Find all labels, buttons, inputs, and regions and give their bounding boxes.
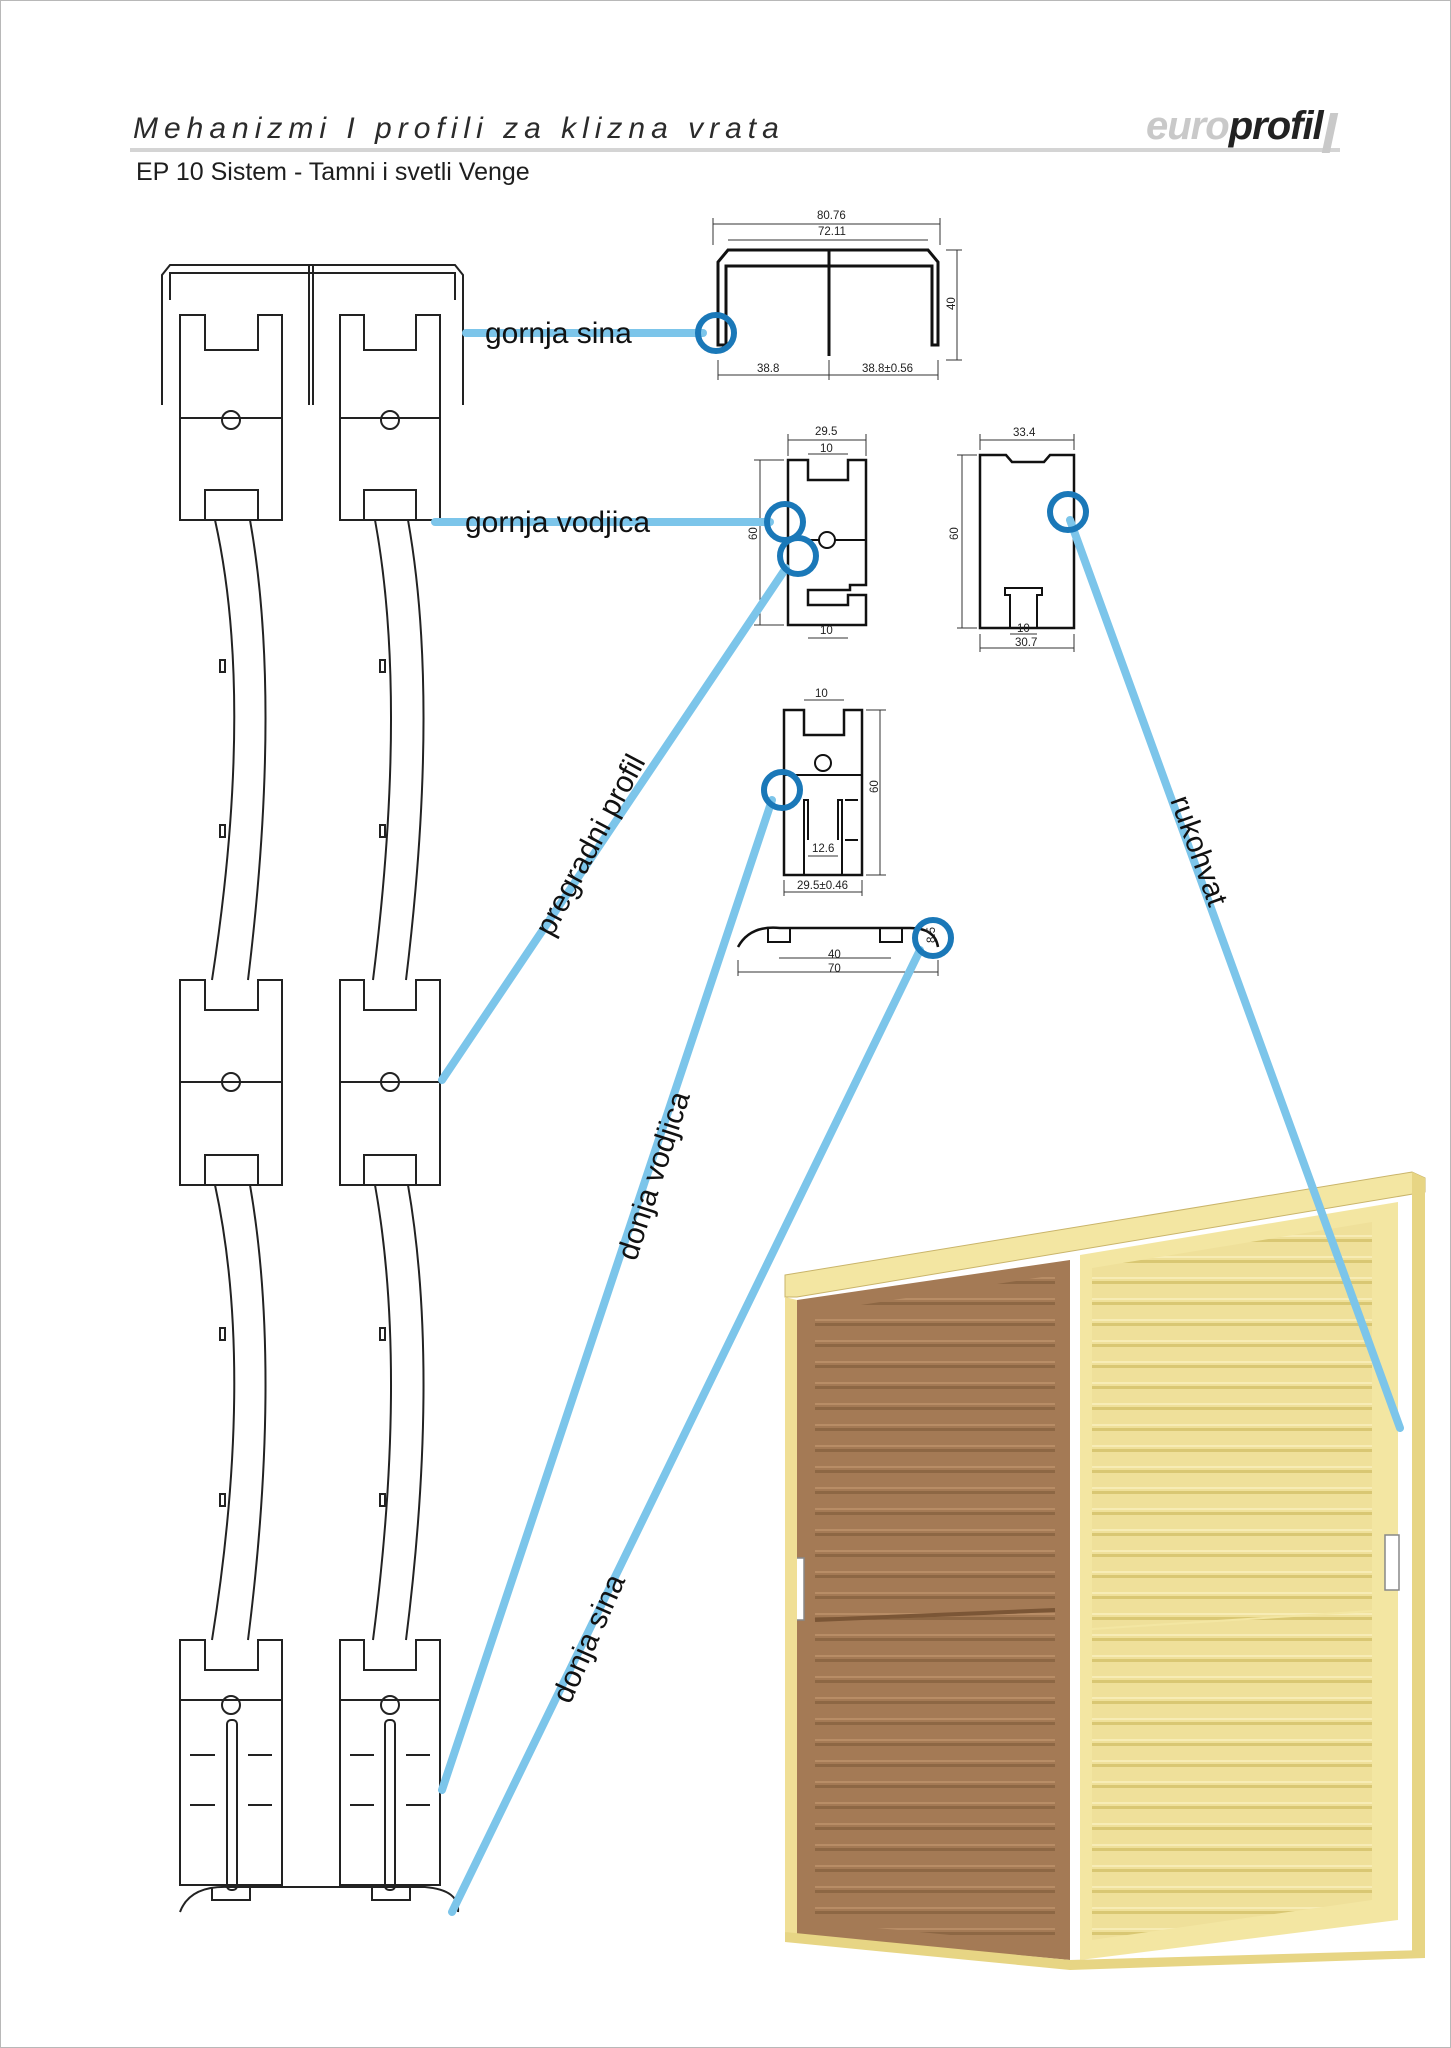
upper-guide-right [339, 314, 441, 521]
europrofil-logo: europrofil [1146, 104, 1324, 149]
dim-bottom-rail-height: 8.5 [926, 927, 938, 943]
leader-donja-sina [448, 946, 924, 1916]
dim-rail-left: 38.8 [757, 363, 779, 375]
leader-pregradni-profil [438, 564, 790, 1084]
dim-handle-top: 33.4 [1013, 427, 1036, 439]
dim-lower-inner: 12.6 [812, 843, 834, 855]
dim-lower-height: 60 [869, 780, 881, 793]
label-pregradni-profil: pregradni profil [529, 749, 652, 941]
leader-rukohvat [1066, 516, 1404, 1432]
bottom-rail-profile: 8.5 40 70 [736, 926, 940, 976]
handle-light-door [1384, 1534, 1400, 1591]
leader-lines [431, 329, 1404, 1916]
lower-guide-profile: 10 60 12.6 29.5±0.46 [782, 688, 886, 896]
dim-rail-inner: 72.11 [818, 226, 846, 238]
marker-donja-sina [912, 917, 954, 959]
logo-text-profil: profil [1228, 104, 1324, 148]
dim-handle-slot: 10 [1017, 623, 1030, 635]
dim-bottom-rail-total: 70 [828, 963, 841, 975]
system-cross-section [161, 264, 464, 1913]
label-donja-vodjica: donja vodjica [611, 1087, 697, 1264]
wardrobe-illustration [784, 1171, 1426, 1970]
marker-pregradni-profil [777, 535, 819, 577]
handle-profile: 33.4 60 10 30.7 [949, 427, 1076, 652]
page-title: Mehanizmi I profili za klizna vrata [133, 112, 785, 145]
dim-rail-right: 38.8±0.56 [862, 363, 913, 375]
dim-guide-width: 29.5 [815, 426, 837, 438]
dim-lower-slot: 10 [815, 688, 828, 700]
dim-guide-height: 60 [748, 527, 760, 540]
marker-gornja-sina [695, 312, 737, 354]
dim-handle-width: 30.7 [1015, 637, 1037, 649]
partition-left [179, 979, 283, 1186]
label-gornja-sina: gornja sina [485, 317, 632, 350]
dim-lower-width: 29.5±0.46 [797, 880, 848, 892]
bottom-guide-right [339, 1639, 441, 1891]
logo-text-euro: euro [1146, 104, 1230, 148]
dim-rail-height: 40 [946, 297, 958, 310]
label-gornja-vodjica: gornja vodjica [465, 506, 650, 539]
partition-right [339, 979, 441, 1186]
marker-rukohvat [1047, 491, 1089, 533]
page-subtitle: EP 10 Sistem - Tamni i svetli Venge [136, 158, 530, 186]
markers [695, 312, 1089, 959]
dim-bottom-rail-inner: 40 [828, 949, 841, 961]
dim-handle-height: 60 [949, 527, 961, 540]
label-rukohvat: rukohvat [1163, 791, 1234, 911]
title-rule [130, 148, 1340, 152]
bottom-guide-left [179, 1639, 283, 1891]
dim-guide-slot-top: 10 [820, 443, 833, 455]
dim-guide-slot-bottom: 10 [820, 625, 833, 637]
marker-donja-vodjica [761, 769, 803, 811]
label-donja-sina: donja sina [546, 1569, 632, 1708]
upper-guide-profile: 29.5 10 60 10 [748, 426, 868, 639]
leader-donja-vodjica [438, 796, 776, 1794]
upper-guide-left [179, 314, 283, 521]
top-rail-profile: 80.76 72.11 40 38.8 38.8±0.56 [712, 210, 962, 380]
dim-rail-total: 80.76 [817, 210, 846, 222]
